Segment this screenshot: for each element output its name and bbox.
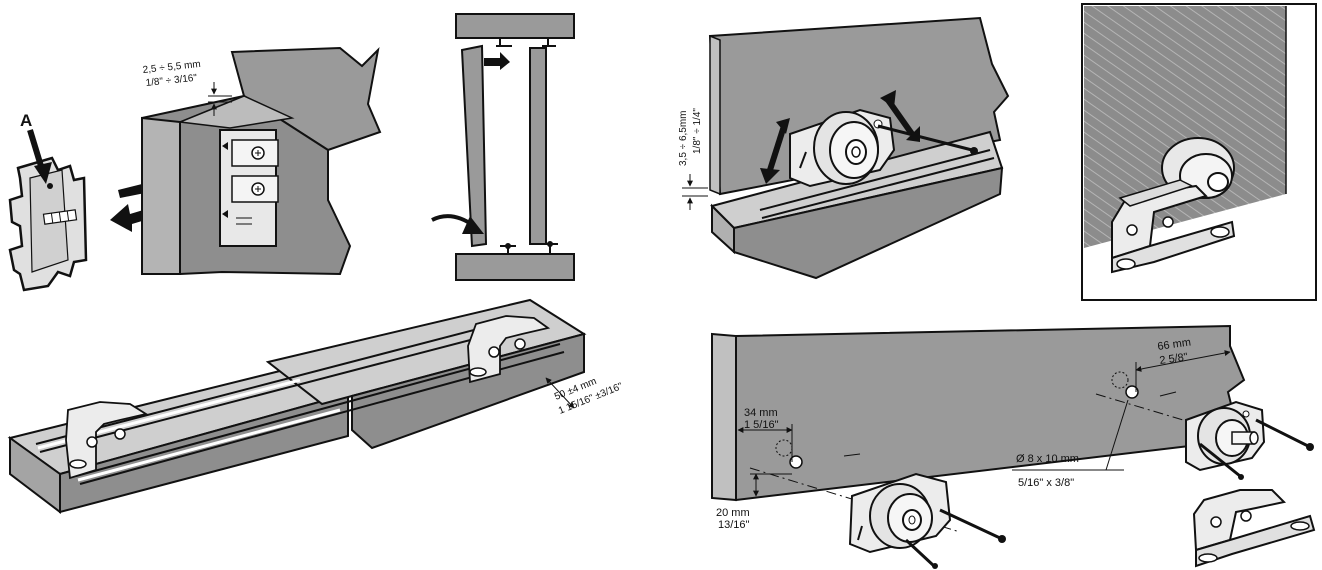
hole-metric-label: Ø 8 x 10 mm: [1016, 453, 1079, 465]
guide-right: [467, 315, 551, 384]
screw-right-1: [1255, 418, 1309, 448]
adjust-screw: [877, 124, 973, 152]
panel-guide-detail: [1081, 3, 1317, 301]
panel-drilling: 34 mm 1 5/16" 20 mm 13/16" 66 mm 2 5/8" …: [711, 324, 1316, 569]
height-metric-label: 3,5 ÷ 6,5mm: [678, 110, 689, 166]
gap-imperial-label: 1/8" ÷ 3/16": [145, 73, 198, 89]
roller-right: [1185, 400, 1266, 472]
hole-imperial-label: 5/16" x 3/8": [1018, 477, 1074, 489]
pointer-arrow-head: [34, 162, 52, 184]
door-edge-block: [141, 46, 382, 276]
door-panel-long: [735, 324, 1246, 502]
panel-track-spacing: 50 ±4 mm 1 15/16" ±3/16": [7, 298, 625, 515]
guide-bottom-right: [1192, 489, 1316, 568]
screw-right-2: [1199, 442, 1241, 478]
height-imperial-label: 1/8" ÷ 1/4": [692, 108, 703, 154]
panel-clip-gap: A 2,5 ÷ 5,5 mm 1/8" ÷ 3/16": [8, 46, 382, 292]
panel-roller-height: 3,5 ÷ 6,5mm 1/8" ÷ 1/4": [678, 16, 1010, 280]
screw-lower-2: [904, 538, 936, 568]
hole-callout-leader: [1105, 399, 1129, 471]
roller-lower: [848, 472, 952, 554]
screw-lower-1: [939, 508, 1001, 540]
tilt-arrow-icon: [484, 52, 510, 70]
left-offset-imperial-label: 1 5/16": [744, 419, 779, 431]
bottom-offset-imperial-label: 13/16": [718, 519, 750, 531]
door-surface-hatched: [1084, 6, 1286, 248]
drill-hole-right: [1125, 385, 1139, 399]
right-offset-imperial-label: 2 5/8": [1159, 351, 1189, 367]
part-label-a: A: [20, 111, 32, 130]
door-clip-a: [8, 156, 88, 292]
height-arrow-left-icon: [767, 125, 787, 171]
bottom-track: [455, 253, 575, 281]
door-leaf-straight: [529, 47, 547, 245]
drill-hole-left: [789, 455, 803, 469]
panel-door-side-view: [431, 13, 575, 281]
right-offset-metric-label: 66 mm: [1157, 336, 1192, 353]
roller: [789, 108, 896, 188]
door-leaf-tilted: [460, 44, 488, 248]
guide-roller-detail: [1111, 137, 1236, 274]
top-track: [455, 13, 575, 39]
left-offset-metric-label: 34 mm: [744, 407, 778, 419]
guide-left: [65, 401, 149, 480]
bottom-offset-metric-label: 20 mm: [716, 507, 750, 519]
